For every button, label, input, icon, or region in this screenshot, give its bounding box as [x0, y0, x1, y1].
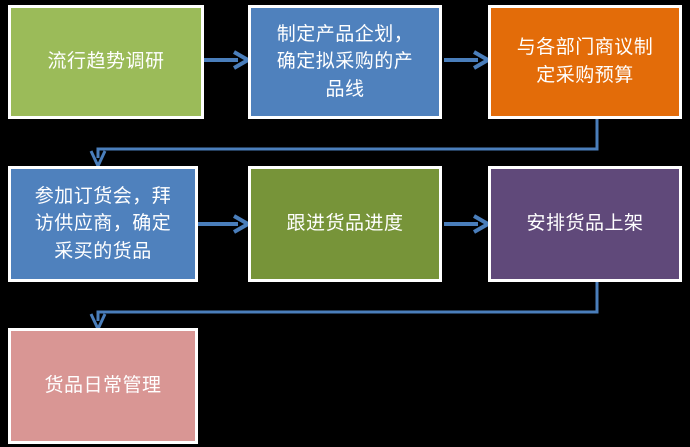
arrow-node4-to-node5	[198, 212, 253, 236]
flow-node-product-plan[interactable]: 制定产品企划， 确定拟采购的产 品线	[248, 5, 442, 119]
flow-node-purchase-budget[interactable]: 与各部门商议制 定采购预算	[488, 5, 682, 119]
arrow-node5-to-node6	[444, 212, 493, 236]
flow-node-order-fair-supplier[interactable]: 参加订货会，拜 访供应商，确定 采买的货品	[8, 166, 198, 282]
arrow-node1-to-node2	[204, 48, 253, 72]
flow-node-track-goods-progress[interactable]: 跟进货品进度	[248, 166, 442, 282]
arrow-node3-to-node4	[88, 118, 608, 170]
flow-node-daily-goods-management[interactable]: 货品日常管理	[8, 328, 198, 444]
flow-node-arrange-shelving[interactable]: 安排货品上架	[488, 166, 682, 282]
flow-node-trend-research[interactable]: 流行趋势调研	[8, 5, 204, 119]
arrow-node6-to-node7	[88, 281, 608, 333]
arrow-node2-to-node3	[444, 48, 493, 72]
